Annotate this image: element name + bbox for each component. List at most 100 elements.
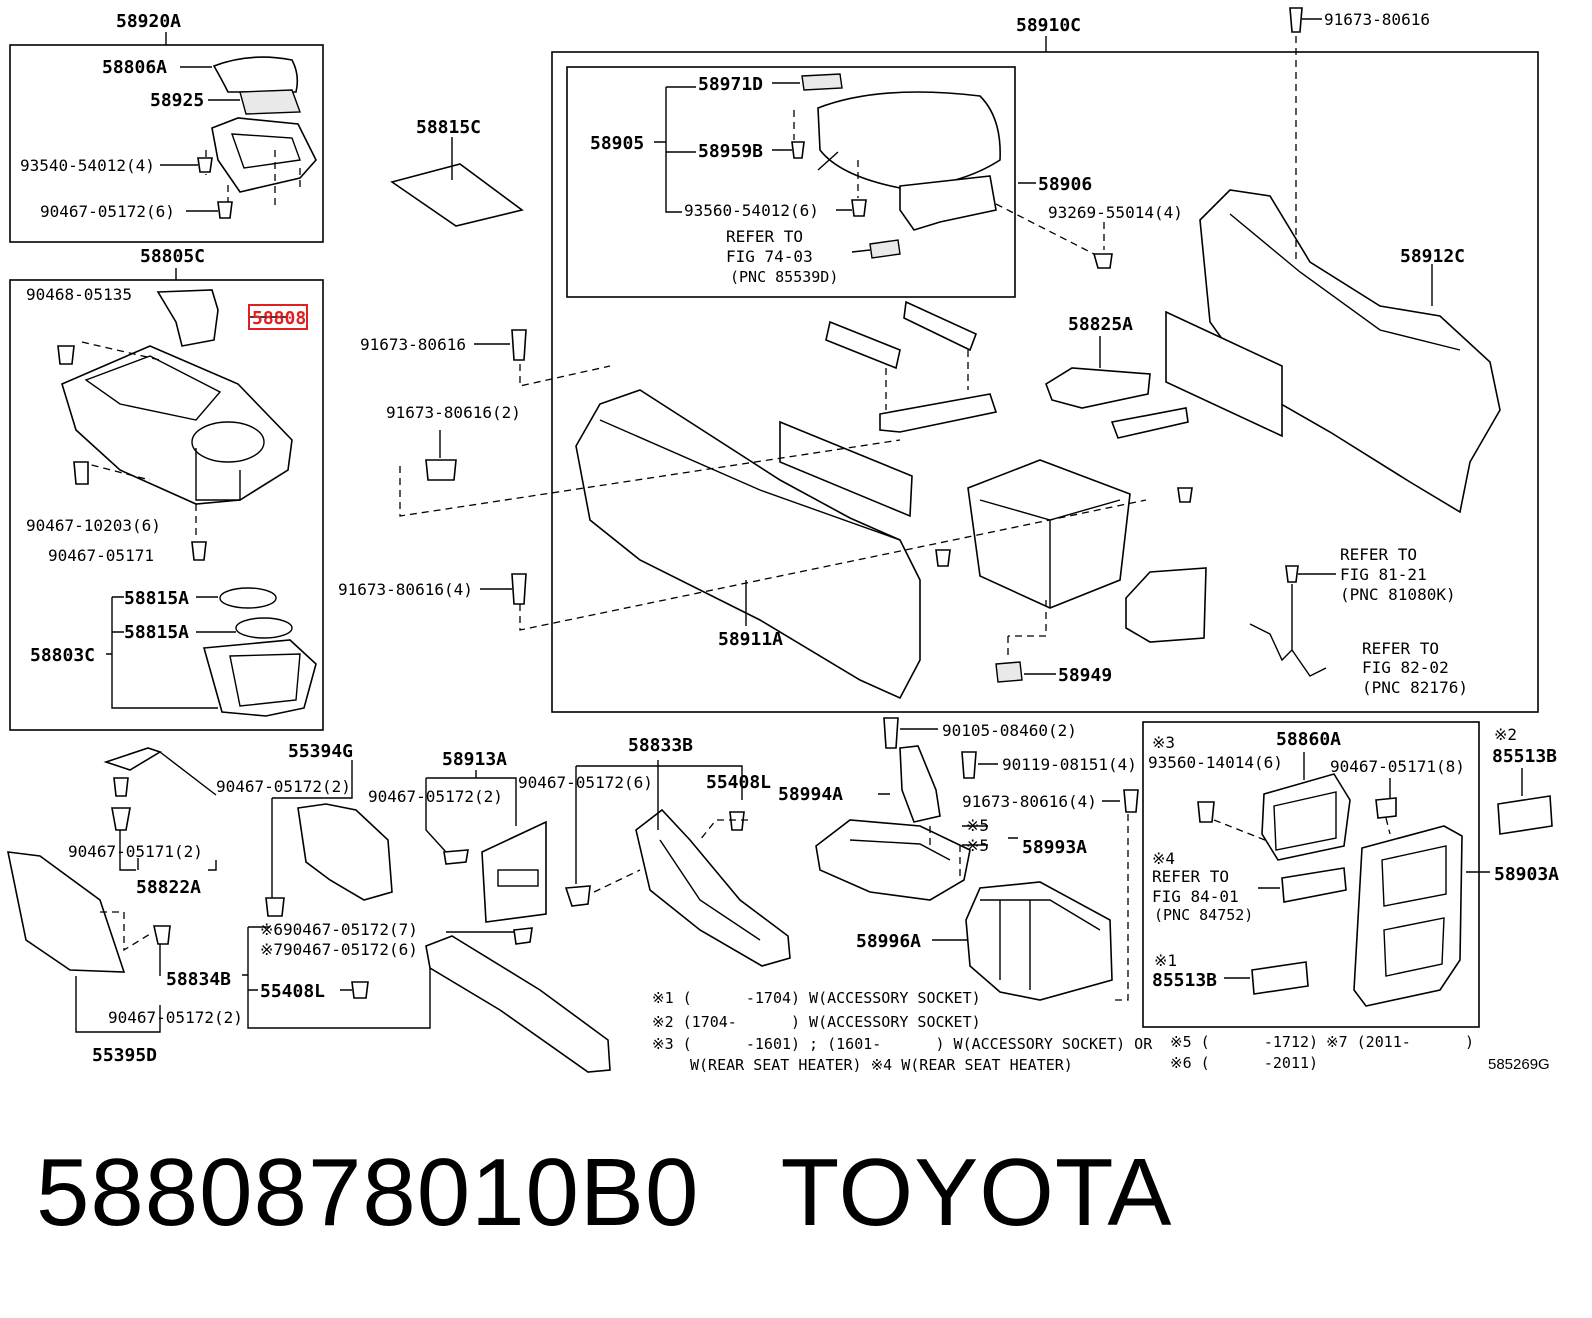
panel-55394g-shape [297,803,393,901]
bolt-icon [1289,7,1303,33]
footnote: ※3 ( -1601) ; (1601- ) W(ACCESSORY SOCKE… [652,1035,1153,1053]
part-label[interactable]: 58834B [166,969,231,990]
part-label[interactable]: 55408L [706,772,771,793]
part-label[interactable]: 85513B [1152,970,1217,991]
part-label[interactable]: 58822A [136,877,201,898]
part-label[interactable]: 58805C [140,246,205,267]
clip-icon [1285,565,1299,583]
part-label[interactable]: ※790467-05172(6) [260,940,418,959]
part-label[interactable]: 90467-05172(2) [108,1008,243,1027]
garnish-55408l-shape [425,935,611,1073]
part-label[interactable]: 90467-05171 [48,546,154,565]
part-label[interactable]: 58949 [1058,665,1112,686]
tray-58825a-shape [1045,367,1151,409]
footnote: W(REAR SEAT HEATER) ※4 W(REAR SEAT HEATE… [690,1056,1073,1074]
bolt-icon [1123,789,1139,813]
part-label[interactable]: 91673-80616(2) [386,403,521,422]
console-upper-panel-shape [61,345,293,505]
part-label[interactable]: 55395D [92,1045,157,1066]
switch-85513b-shape [1497,795,1553,835]
part-label[interactable]: 93560-14014(6) [1148,753,1283,772]
part-label[interactable]: 58825A [1068,314,1133,335]
part-label[interactable]: 58971D [698,74,763,95]
part-label[interactable]: 58993A [1022,837,1087,858]
bolt-icon [351,981,369,999]
part-label[interactable]: 93269-55014(4) [1048,203,1183,222]
note-marker: ※3 [1152,733,1175,752]
part-label[interactable]: 58910C [1016,15,1081,36]
part-label[interactable]: 58815A [124,588,189,609]
note-marker: ※4 [1152,849,1175,868]
footnote: ※5 ( -1712) [1170,1033,1318,1051]
note-marker: ※5 [966,816,989,835]
reference-note[interactable]: FIG 74-03 [726,247,813,266]
part-label[interactable]: 58996A [856,931,921,952]
part-label[interactable]: 90467-05172(2) [216,777,351,796]
part-label[interactable]: 58803C [30,645,95,666]
side-panel-58912c-shape [1199,189,1501,514]
part-label[interactable]: 90468-05135 [26,285,132,304]
reference-note[interactable]: REFER TO [1362,639,1439,658]
part-label[interactable]: 90467-10203(6) [26,516,161,535]
part-label[interactable]: 90467-05172(6) [518,773,653,792]
reference-note[interactable]: FIG 81-21 [1340,565,1427,584]
part-label[interactable]: 55408L [260,981,325,1002]
part-label[interactable]: 93560-54012(6) [684,201,819,220]
reference-note: (PNC 81080K) [1340,585,1456,604]
part-label[interactable]: 90467-05172(6) [40,202,175,221]
part-label[interactable]: ※690467-05172(7) [260,920,418,939]
part-label[interactable]: 58920A [116,11,181,32]
part-label[interactable]: 91673-80616(4) [338,580,473,599]
part-label[interactable]: 55394G [288,741,353,762]
reference-note[interactable]: FIG 84-01 [1152,887,1239,906]
lid-58971d-shape [801,73,843,91]
part-label[interactable]: 58815C [416,117,481,138]
note-marker: ※2 [1494,725,1517,744]
part-label[interactable]: 90467-05171(8) [1330,757,1465,776]
reference-note: (PNC 82176) [1362,678,1468,697]
bolt-icon [851,199,867,217]
bracket-58993a-shape [815,819,971,901]
pad-58949-shape [995,661,1023,683]
part-label[interactable]: 58833B [628,735,693,756]
clip-icon [57,345,75,365]
part-label[interactable]: 90119-08151(4) [1002,755,1137,774]
part-label[interactable]: 85513B [1492,746,1557,767]
part-label[interactable]: 58815A [124,622,189,643]
clip-icon [191,541,207,561]
part-label[interactable]: 91673-80616(4) [962,792,1097,811]
part-label[interactable]: 93540-54012(4) [20,156,155,175]
part-label[interactable]: 91673-80616 [360,335,466,354]
part-label[interactable]: 90105-08460(2) [942,721,1077,740]
part-label[interactable]: 58925 [150,90,204,111]
part-label[interactable]: 58860A [1276,729,1341,750]
reference-note[interactable]: REFER TO [1340,545,1417,564]
part-label[interactable]: 58912C [1400,246,1465,267]
reference-note[interactable]: REFER TO [726,227,803,246]
reference-note[interactable]: FIG 82-02 [1362,658,1449,677]
bolt-icon [791,141,805,159]
bracket-shape [903,300,978,352]
reference-note[interactable]: REFER TO [1152,867,1229,886]
part-label[interactable]: 58806A [102,57,167,78]
clip-icon [217,201,233,219]
part-label[interactable]: 91673-80616 [1324,10,1430,29]
part-label[interactable]: 90467-05172(2) [368,787,503,806]
part-label[interactable]: 58994A [778,784,843,805]
clip-icon [935,549,951,567]
part-label[interactable]: 90467-05171(2) [68,842,203,861]
highlighted-part-label[interactable]: 58808 [252,308,306,329]
clip-icon [111,807,131,831]
shift-cover-58806a-shape [212,56,299,93]
ring-58815a-shape [219,587,277,609]
shift-panel-58833b-shape [635,808,791,967]
part-label[interactable]: 58906 [1038,174,1092,195]
part-label[interactable]: 58903A [1494,864,1559,885]
bracket-shape [1110,407,1189,439]
part-label[interactable]: 58959B [698,141,763,162]
part-label[interactable]: 58905 [590,133,644,154]
armrest-58906-shape [817,91,1001,231]
part-label[interactable]: 58913A [442,749,507,770]
part-label[interactable]: 58911A [718,629,783,650]
